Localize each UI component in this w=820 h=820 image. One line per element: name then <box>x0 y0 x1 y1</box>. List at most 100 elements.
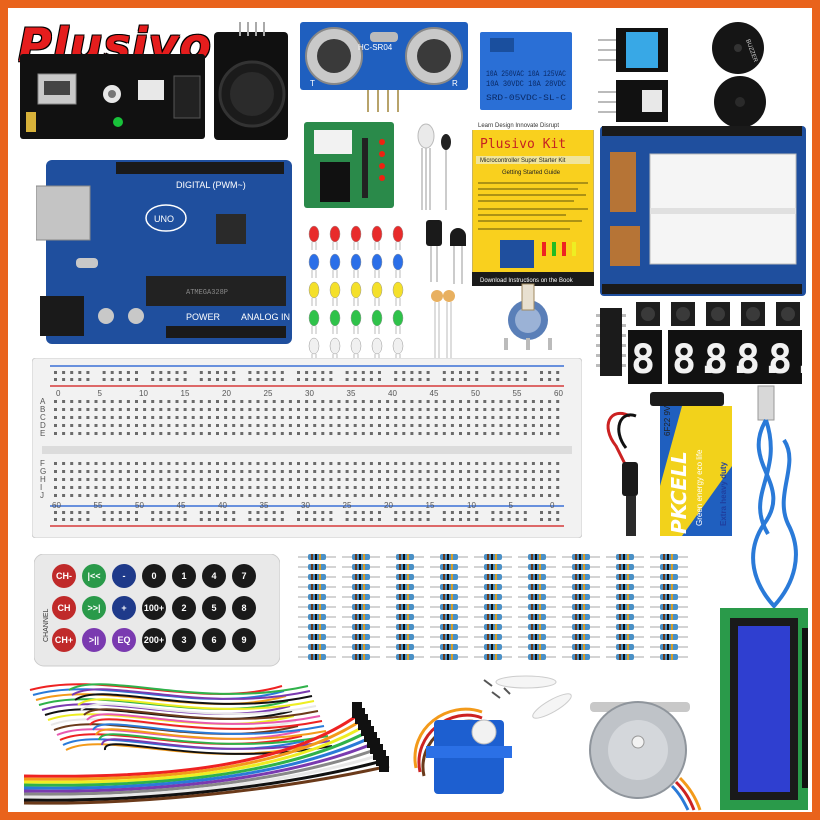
sensor-module-small <box>598 80 668 122</box>
jumper-wires <box>23 683 390 805</box>
led <box>329 281 341 299</box>
led <box>308 309 320 327</box>
led <box>329 225 341 243</box>
guide-subtitle: Microcontroller Super Starter Kit <box>480 158 566 164</box>
uno-analog-label: ANALOG IN <box>241 312 290 322</box>
led <box>371 225 383 243</box>
remote-button-label: 1 <box>181 571 186 581</box>
led-assortment <box>308 225 404 362</box>
resistor-assortment <box>298 554 688 660</box>
breadboard-row-letter: B <box>40 405 45 414</box>
battery-brand: PKCELL <box>667 451 691 534</box>
svg-text:ATMEGA328P: ATMEGA328P <box>186 289 228 297</box>
battery-type: 6F22 9V <box>663 405 672 436</box>
remote-button-label: >>| <box>87 603 100 613</box>
seven-segment-single: 8. <box>628 330 662 384</box>
guide-title: Plusivo Kit <box>480 137 566 152</box>
jumper-wire <box>80 703 317 715</box>
breadboard-row-letter: I <box>40 483 42 492</box>
remote-button-label: 200+ <box>144 635 164 645</box>
battery-sub: Green energy eco life <box>695 449 704 526</box>
remote-button-label: 7 <box>241 571 246 581</box>
breadboard-row-letter: H <box>40 475 46 484</box>
remote-button <box>232 628 256 652</box>
ribbon-wire <box>23 710 363 778</box>
potentiometer <box>504 283 552 350</box>
remote-button-label: CH+ <box>55 635 73 645</box>
remote-button <box>82 628 106 652</box>
jumper-wire <box>92 723 325 735</box>
breadboard-bottom-number: 15 <box>426 501 435 510</box>
breadboard-top-number: 20 <box>222 389 231 398</box>
lcd-1602 <box>720 608 808 810</box>
remote-button <box>82 596 106 620</box>
led <box>308 253 320 271</box>
led <box>350 253 362 271</box>
led <box>371 337 383 355</box>
ribbon-wire <box>23 716 366 781</box>
led <box>350 337 362 355</box>
breadboard-bottom-number: 10 <box>467 501 476 510</box>
breadboard-top-number: 5 <box>98 389 103 398</box>
breadboard-bottom-number: 25 <box>343 501 352 510</box>
breadboard-bottom-number: 50 <box>135 501 144 510</box>
breadboard-bottom-number: 40 <box>218 501 227 510</box>
uno-model-label: UNO <box>154 214 174 224</box>
breadboard-row-letter: E <box>40 429 45 438</box>
remote-button <box>112 596 136 620</box>
breadboard-bottom-number: 30 <box>301 501 310 510</box>
stepper-driver-board <box>304 122 394 208</box>
breadboard-holes <box>54 371 560 521</box>
uno-power-label: POWER <box>186 312 221 322</box>
guide-sub2: Getting Started Guide <box>502 170 561 176</box>
photoresistors <box>431 290 455 362</box>
remote-button-label: 9 <box>241 635 246 645</box>
jumper-wire <box>104 743 333 755</box>
guide-tagline: Learn Design Innovate Disrupt <box>478 123 559 129</box>
remote-button <box>202 564 226 588</box>
remote-button-label: 6 <box>211 635 216 645</box>
ultrasonic-sensor: HC-SR04 T R <box>300 22 468 112</box>
remote-button <box>112 628 136 652</box>
remote-button-label: >|| <box>89 635 99 645</box>
breadboard-bottom-number: 55 <box>94 501 103 510</box>
led <box>308 281 320 299</box>
seven-segment-quad-digit-3: 8. <box>736 337 784 383</box>
breadboard-row-letter: G <box>40 467 46 476</box>
ribbon-wire <box>23 752 384 799</box>
breadboard-top-number: 50 <box>471 389 480 398</box>
led <box>350 309 362 327</box>
led <box>392 281 404 299</box>
led <box>392 337 404 355</box>
breadboard-bottom-number: 45 <box>177 501 186 510</box>
remote-button-label: EQ <box>117 635 130 645</box>
ultrasonic-model-label: HC-SR04 <box>358 43 393 52</box>
jumper-wire <box>83 708 319 720</box>
seven-segment-single-digit: 8. <box>631 337 662 383</box>
remote-button-label: CH <box>58 603 71 613</box>
battery-tag: Extra heavy duty <box>719 461 728 526</box>
jumper-wire <box>74 693 313 705</box>
ultrasonic-side-t: T <box>310 79 315 88</box>
breadboard-bottom-number: 35 <box>260 501 269 510</box>
jumper-wire <box>86 713 321 725</box>
jumper-wire <box>71 688 311 700</box>
breadboard-top-number: 15 <box>181 389 190 398</box>
remote-channel-label: CHANNEL <box>43 608 50 642</box>
battery-9v: PKCELL Extra heavy duty Green energy eco… <box>606 392 732 536</box>
remote-button-label: 5 <box>211 603 216 613</box>
breadboard-top-number: 30 <box>305 389 314 398</box>
rgb-led <box>417 123 451 210</box>
led <box>371 309 383 327</box>
servo-motor <box>413 707 512 794</box>
remote-button-label: 8 <box>241 603 246 613</box>
prototype-shield <box>600 126 806 296</box>
remote-button-label: 4 <box>211 571 216 581</box>
remote-button-label: 100+ <box>144 603 164 613</box>
remote-button <box>172 564 196 588</box>
breadboard-bottom-number: 5 <box>509 501 514 510</box>
remote-button <box>82 564 106 588</box>
